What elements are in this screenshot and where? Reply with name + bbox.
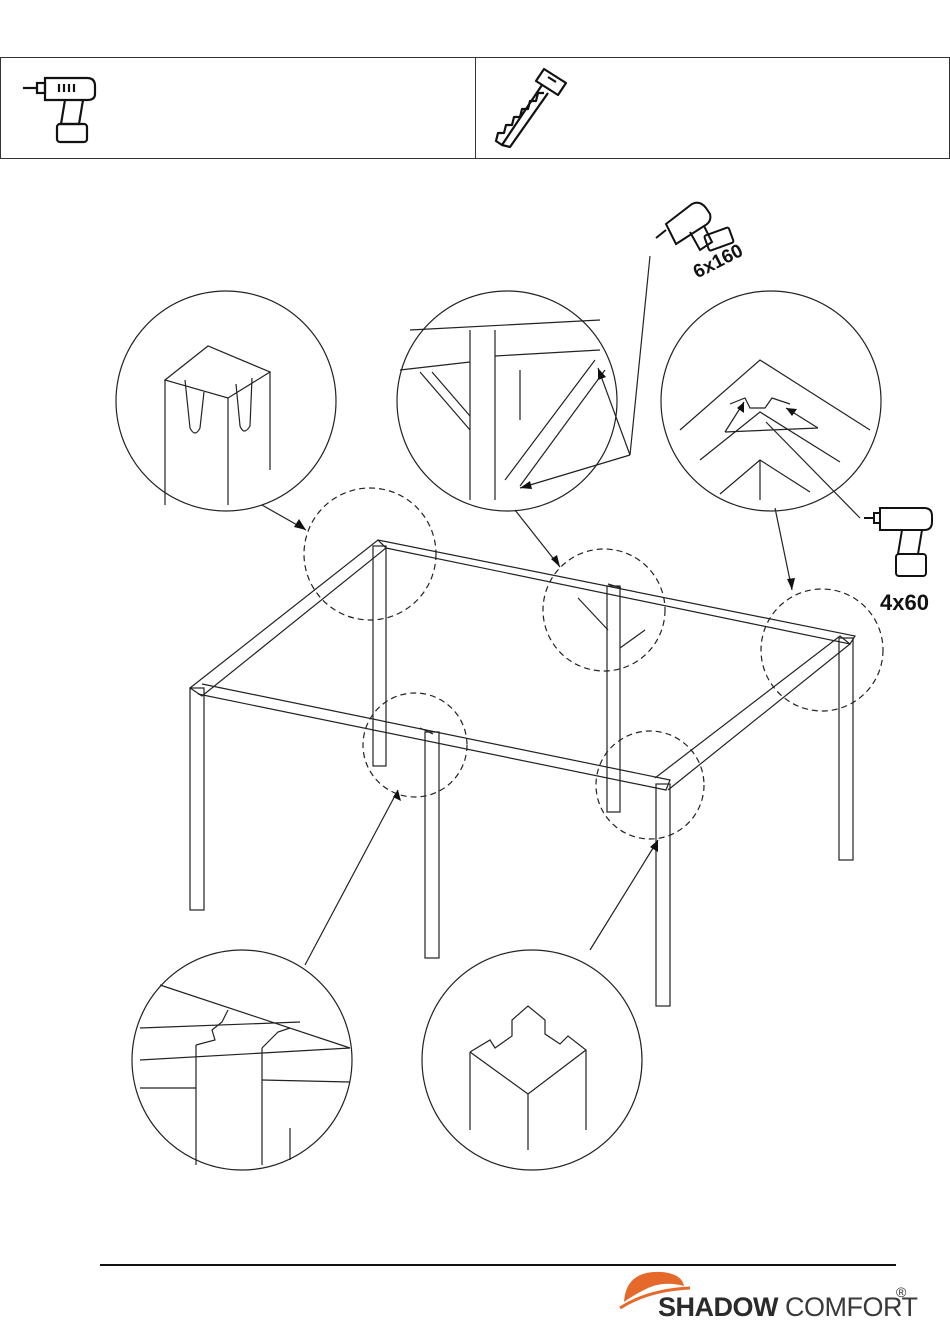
brand-name: SHADOW COMFORT [658,1292,918,1323]
cordless-drill-icon [864,508,932,576]
cordless-drill-icon [21,66,101,146]
arrow-heads [294,368,797,852]
registered-mark: ® [896,1284,906,1300]
screw-size-label-side: 4x60 [880,590,929,616]
tool-cell-saw [475,58,950,158]
frame-beams [190,540,855,790]
cordless-drill-icon [656,203,734,251]
brand-logo: SHADOW COMFORT ® [618,1266,918,1336]
detail-slotted-post [165,346,270,505]
detail-dovetail [140,985,350,1165]
detail-notched-post [470,1006,586,1150]
hand-saw-icon [486,63,576,153]
tool-cell-drill [1,58,475,158]
assembly-diagram [0,160,950,1260]
brand-word-shadow: SHADOW [658,1292,778,1322]
detail-circles [304,488,883,839]
tools-header [0,57,950,159]
detail-brace [400,320,605,500]
leader-lines [262,256,860,965]
